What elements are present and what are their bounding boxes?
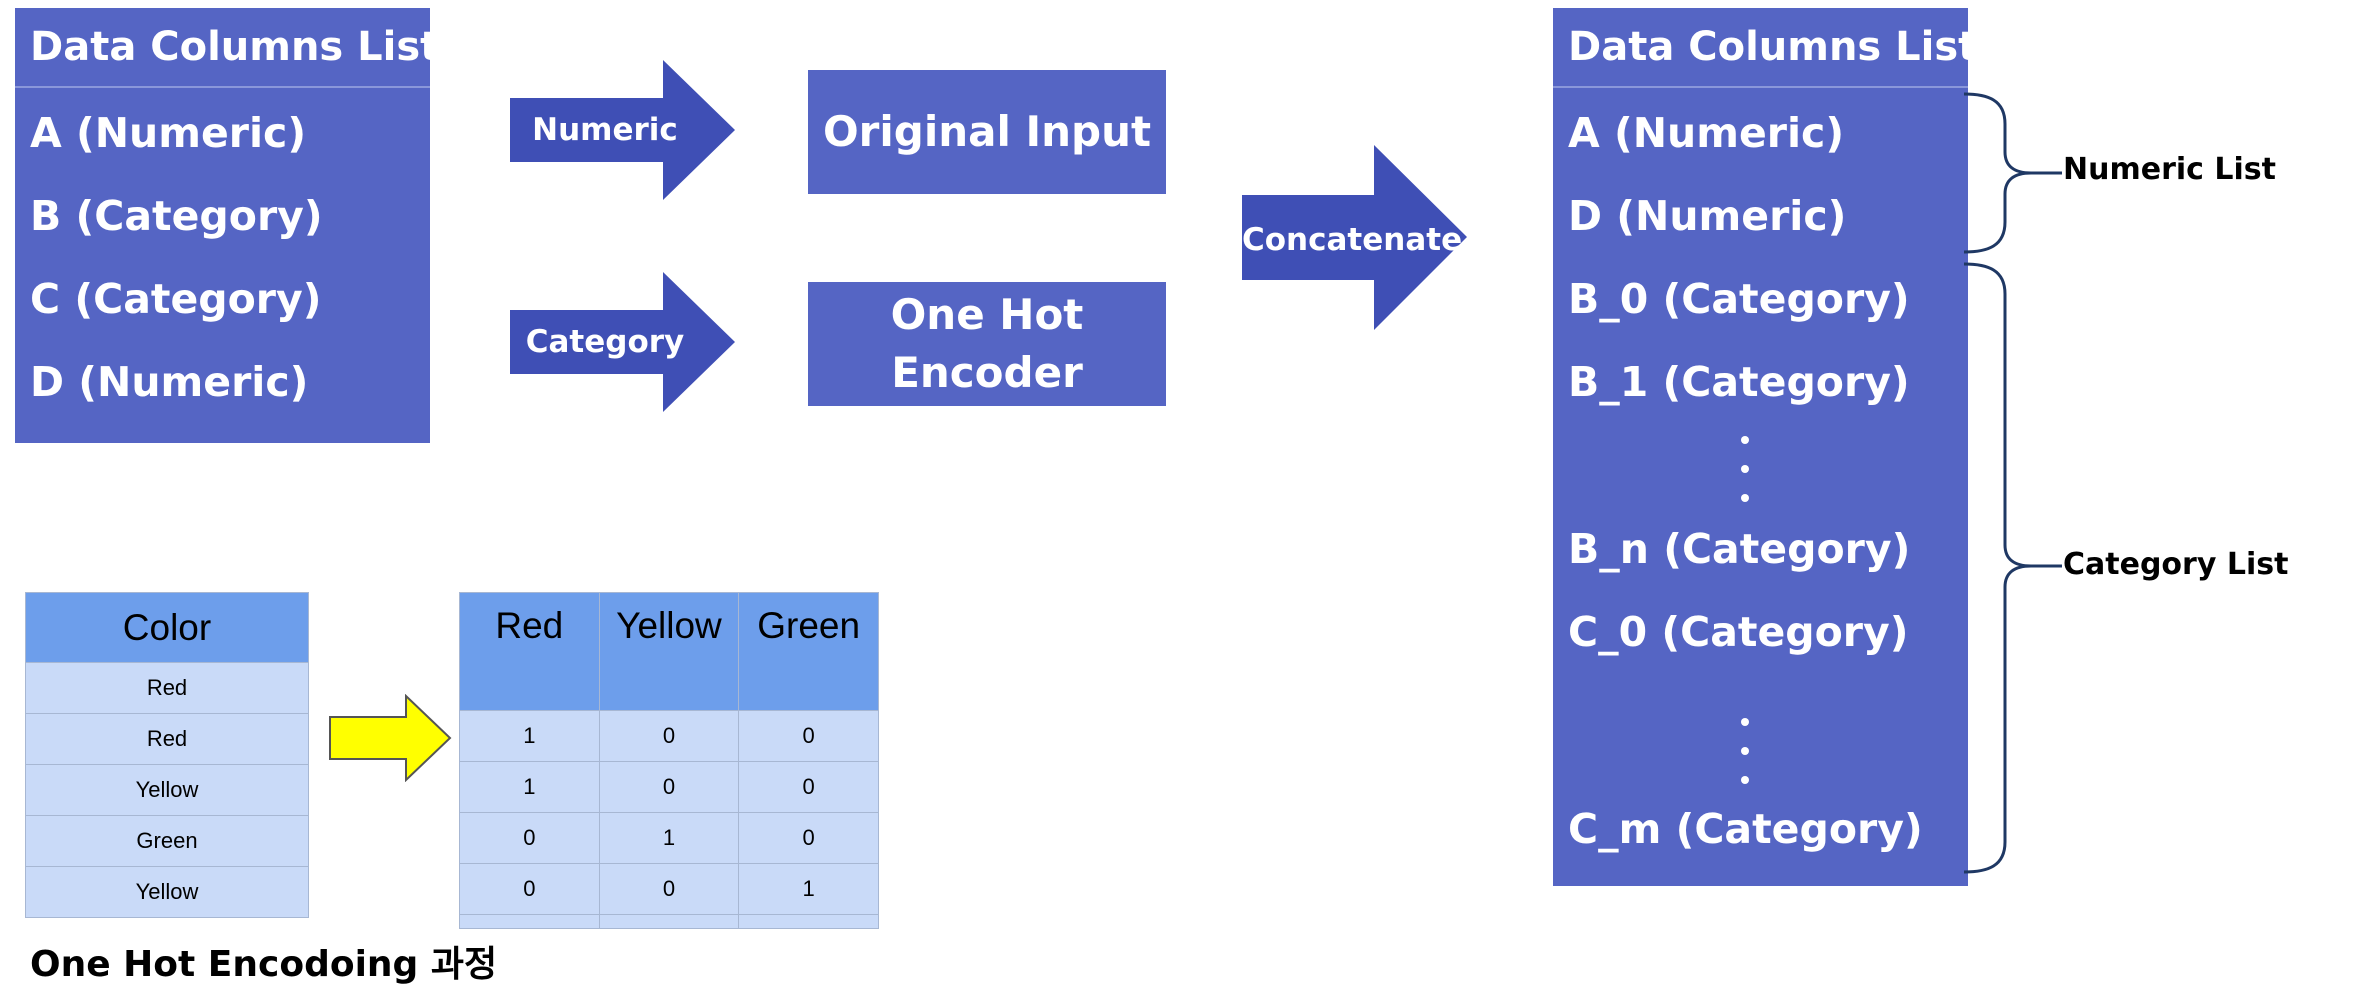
right-panel-row: C_m (Category) (1568, 805, 1923, 853)
concatenate-arrow-label: Concatenate (1242, 222, 1463, 258)
table-cell: Yellow (25, 764, 309, 816)
yellow-arrow (329, 694, 452, 782)
right-panel-row: C_0 (Category) (1568, 608, 1909, 656)
onehot-column-header: Red (459, 592, 600, 711)
ellipsis-vertical-icon (1741, 436, 1749, 502)
table-cell: Yellow (25, 866, 309, 918)
category-arrow (510, 272, 735, 412)
original-input-box: Original Input (808, 70, 1166, 194)
category-list-bracket (1963, 262, 2062, 874)
right-panel-title: Data Columns List (1553, 8, 1977, 88)
ellipsis-vertical-icon (1741, 718, 1749, 784)
numeric-arrow (510, 60, 735, 200)
table-cell: 0 (459, 812, 600, 864)
right-panel-row: B_n (Category) (1568, 525, 1911, 573)
left-panel-row: A (Numeric) (30, 109, 307, 157)
onehot-column-header: Green (738, 592, 879, 711)
color-column-header: Color (25, 592, 309, 663)
table-cell: 0 (598, 863, 740, 915)
table-cell (459, 914, 600, 929)
table-cell: 0 (738, 710, 879, 762)
numeric-list-label: Numeric List (2063, 152, 2276, 187)
onehot-table: Red Yellow Green 1 0 0 1 0 0 0 1 0 0 0 1 (459, 592, 879, 929)
right-panel-row: A (Numeric) (1568, 109, 1845, 157)
table-cell: Red (25, 662, 309, 714)
table-cell (738, 914, 879, 929)
left-panel-title: Data Columns List (15, 8, 439, 88)
left-panel-row: C (Category) (30, 275, 322, 323)
one-hot-caption: One Hot Encodoing 과정 (30, 944, 498, 985)
one-hot-encoder-box: One Hot Encoder (808, 282, 1166, 406)
table-cell: 1 (598, 812, 740, 864)
table-cell: 1 (459, 710, 600, 762)
table-cell: Green (25, 815, 309, 867)
left-columns-panel: Data Columns List A (Numeric) B (Categor… (15, 8, 439, 443)
table-cell: 0 (738, 761, 879, 813)
table-cell: 1 (738, 863, 879, 915)
concatenate-arrow (1242, 145, 1467, 330)
color-table: Color Red Red Yellow Green Yellow (25, 592, 309, 918)
right-panel-row: D (Numeric) (1568, 192, 1847, 240)
table-cell (598, 914, 740, 929)
table-cell: 0 (598, 710, 740, 762)
right-panel-row: B_1 (Category) (1568, 358, 1910, 406)
left-panel-row: B (Category) (30, 192, 323, 240)
onehot-column-header: Yellow (598, 592, 740, 711)
table-cell: 0 (459, 863, 600, 915)
table-cell: Red (25, 713, 309, 765)
numeric-list-bracket (1963, 92, 2062, 254)
table-cell: 0 (738, 812, 879, 864)
category-arrow-label: Category (525, 324, 685, 360)
right-columns-panel: Data Columns List A (Numeric) D (Numeric… (1553, 8, 1977, 886)
table-cell: 0 (598, 761, 740, 813)
left-panel-row: D (Numeric) (30, 358, 309, 406)
numeric-arrow-label: Numeric (532, 112, 678, 148)
category-list-label: Category List (2063, 547, 2289, 582)
right-panel-row: B_0 (Category) (1568, 275, 1910, 323)
table-cell: 1 (459, 761, 600, 813)
